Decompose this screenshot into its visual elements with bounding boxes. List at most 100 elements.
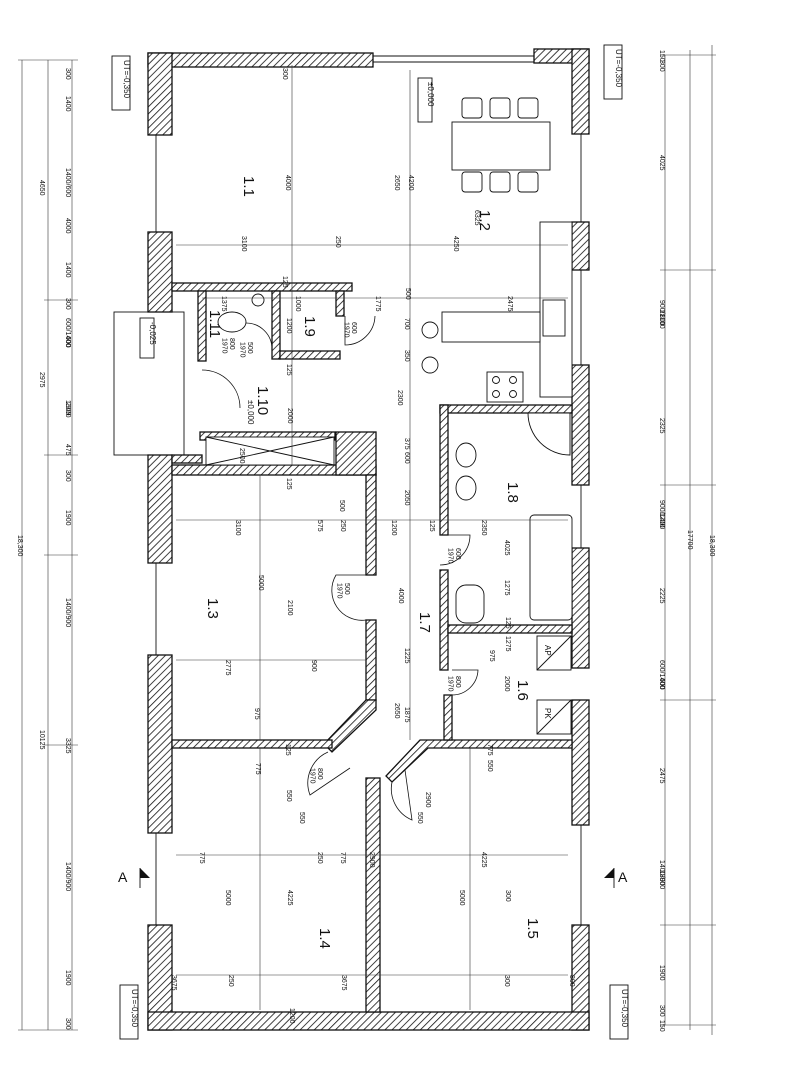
entrance-level-box bbox=[139, 317, 155, 359]
ut-box bbox=[609, 984, 629, 1040]
door-label: 8001970 bbox=[447, 676, 461, 692]
dimension-value: 775 bbox=[486, 744, 493, 756]
dimension-value: 1200 bbox=[658, 512, 665, 528]
burner bbox=[492, 390, 500, 398]
dimension-value: 1400 bbox=[64, 96, 71, 112]
dimension-value: 775 bbox=[339, 852, 346, 864]
dimension-value: 575 bbox=[316, 520, 323, 532]
dimension-value: 550 bbox=[298, 812, 305, 824]
wall-right-2 bbox=[571, 221, 590, 271]
walls bbox=[113, 48, 590, 1031]
hall-cabinet-x2 bbox=[205, 436, 335, 466]
dimension-value: 2000 bbox=[286, 408, 293, 424]
room-label: 1.3 bbox=[204, 598, 221, 619]
dimension-value: 1000 bbox=[294, 296, 301, 312]
dimension-value: 2050 bbox=[403, 490, 410, 506]
dimension-value: 2650 bbox=[393, 703, 400, 719]
dimension-value: 550 bbox=[486, 760, 493, 772]
dimension-value: 4025 bbox=[503, 540, 510, 556]
dimension-texts-right-outer: 18,300 bbox=[708, 535, 715, 557]
room-label: 1.11 bbox=[206, 310, 223, 338]
dimension-value: 150 bbox=[658, 50, 665, 62]
section-label-left: A bbox=[118, 869, 128, 885]
door-label: 5001970 bbox=[336, 583, 350, 599]
dimension-value: 3675 bbox=[340, 975, 347, 991]
wall-right-1 bbox=[571, 48, 590, 135]
washbasin-1-11 bbox=[251, 293, 265, 307]
room-label: 1.6 bbox=[514, 680, 531, 701]
dimension-value: 4225 bbox=[480, 852, 487, 868]
dimension-value: 775 bbox=[198, 852, 205, 864]
wall-int-1-4r bbox=[365, 777, 381, 1013]
dimension-value: 2900 bbox=[424, 792, 431, 808]
burner bbox=[509, 390, 517, 398]
room-label: 1.5 bbox=[524, 918, 541, 939]
dimension-value: 500 bbox=[404, 288, 411, 300]
dimension-total: 18,300 bbox=[16, 535, 23, 557]
ap-box-diag bbox=[536, 635, 572, 671]
bar-stool bbox=[421, 356, 439, 374]
dimension-value: 4025 bbox=[658, 155, 665, 171]
chair bbox=[517, 97, 539, 119]
wall-int-1-8b bbox=[447, 624, 573, 634]
fixture-ap-label: AP bbox=[543, 645, 552, 656]
floor-level-box bbox=[417, 77, 433, 123]
wall-int-1-11 bbox=[197, 290, 207, 362]
dimension-value: 5000 bbox=[257, 575, 264, 591]
dimension-value: 300 bbox=[568, 975, 575, 987]
wall-left-2 bbox=[147, 231, 173, 313]
level-entrance: -0,025 bbox=[148, 322, 157, 345]
dimension-value: 125 bbox=[284, 744, 291, 756]
dimension-value: 4000 bbox=[397, 588, 404, 604]
wall-int-1-9 bbox=[271, 290, 281, 360]
dimension-value: 2350 bbox=[480, 520, 487, 536]
dimension-value: 775 bbox=[254, 763, 261, 775]
wall-int-1-3r bbox=[335, 431, 377, 476]
dimension-value: 550 bbox=[285, 790, 292, 802]
dimension-value: 1400/900 bbox=[64, 862, 71, 891]
wall-top-left bbox=[147, 52, 374, 68]
dimension-value: 4200 bbox=[407, 175, 414, 191]
dimension-value: 975 bbox=[253, 708, 260, 720]
shower-tray bbox=[527, 412, 571, 456]
room-label: 1.4 bbox=[316, 928, 333, 949]
dimension-value: 125 bbox=[285, 478, 292, 490]
dimension-value: 700 bbox=[403, 318, 410, 330]
dimension-value: 300 bbox=[64, 298, 71, 310]
toilet bbox=[455, 584, 485, 624]
dimension-value: 4000 bbox=[284, 175, 291, 191]
dimension-value: 1400/900 bbox=[64, 598, 71, 627]
kitchen-counter-2 bbox=[441, 311, 541, 343]
wall-diag-left bbox=[323, 699, 377, 753]
dimension-value: 1275 bbox=[504, 636, 511, 652]
dimension-value: 5000 bbox=[224, 890, 231, 906]
dimension-value: 2500 bbox=[238, 448, 245, 464]
burner bbox=[509, 376, 517, 384]
wall-right-5 bbox=[571, 699, 590, 826]
dimension-total: 18,300 bbox=[708, 535, 715, 557]
furniture bbox=[205, 97, 573, 735]
dimension-value: 500 bbox=[338, 500, 345, 512]
dimension-value: 125 bbox=[285, 364, 292, 376]
door-label: 8001970 bbox=[221, 338, 235, 354]
wall-int-1-8l bbox=[439, 404, 449, 536]
dimension-value: 5000 bbox=[458, 890, 465, 906]
dimension-lines bbox=[18, 45, 716, 1035]
chair bbox=[517, 171, 539, 193]
dimension-value: 250 bbox=[339, 520, 346, 532]
dimension-value: 2100 bbox=[286, 600, 293, 616]
chair bbox=[489, 171, 511, 193]
dimension-value: 1225 bbox=[403, 648, 410, 664]
dimension-value: 300 bbox=[281, 68, 288, 80]
entrance-step bbox=[113, 311, 185, 456]
wall-left-3 bbox=[147, 454, 173, 564]
chair bbox=[461, 171, 483, 193]
dimension-value: 250 bbox=[334, 236, 341, 248]
cooktop bbox=[486, 371, 524, 403]
dimension-value: 2000 bbox=[503, 676, 510, 692]
dimension-value: 3100 bbox=[234, 520, 241, 536]
door-swing bbox=[439, 534, 471, 566]
